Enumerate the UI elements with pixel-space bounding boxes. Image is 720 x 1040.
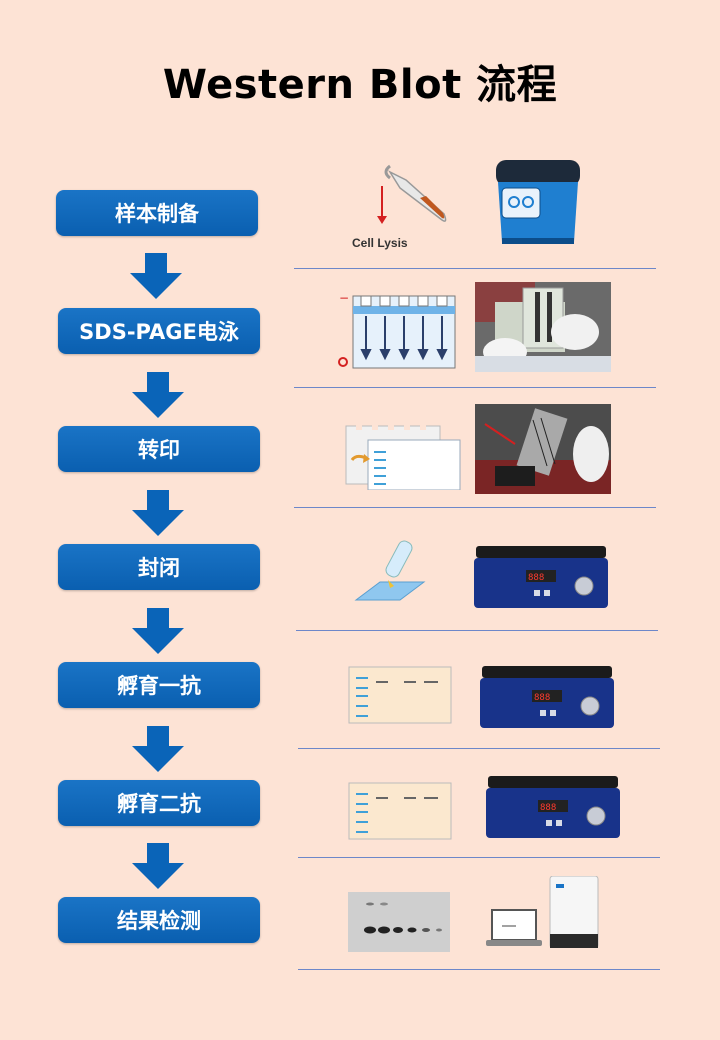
down-arrow-icon [130,253,182,299]
down-arrow-icon [132,843,184,889]
laptop-icon [486,909,542,946]
step-label: 封闭 [138,556,180,580]
down-arrow-icon [132,726,184,772]
electrophoresis-gel-diagram: − [338,291,456,369]
step-detection: 结果检测 [58,897,260,943]
divider [294,268,656,269]
page-title: Western Blot 流程 [162,62,558,108]
membrane-bands-icon [348,666,452,724]
western-blot-result-image [348,892,450,952]
shaker-device-icon: 888 [486,776,620,838]
shaker-device-icon: 888 [474,546,608,608]
divider [294,507,656,508]
centrifuge-icon [496,160,580,244]
divider [298,969,660,970]
divider [294,387,656,388]
svg-text:−: − [339,291,349,305]
step-blocking: 封闭 [58,544,260,590]
electrophoresis-photo [475,282,611,372]
transfer-membrane-diagram [345,424,461,490]
blocking-pipette-icon [354,540,426,601]
imaging-system-icon [549,876,599,948]
step-label: 孵育一抗 [117,674,201,698]
down-arrow-icon [132,608,184,654]
divider [296,630,658,631]
step-sds-page: SDS-PAGE电泳 [58,308,260,354]
step-label: SDS-PAGE电泳 [79,320,239,344]
cell-lysis-tube-icon [377,164,447,224]
cell-lysis-label: Cell Lysis [352,236,408,250]
step-label: 转印 [138,438,180,462]
svg-text:888: 888 [534,693,550,703]
step-label: 孵育二抗 [117,792,201,816]
svg-text:888: 888 [528,573,544,583]
svg-text:888: 888 [540,803,556,813]
step-label: 结果检测 [117,909,201,933]
membrane-bands-icon [348,782,452,840]
shaker-device-icon: 888 [480,666,614,728]
transfer-photo [475,404,611,494]
step-label: 样本制备 [115,202,199,226]
step-transfer: 转印 [58,426,260,472]
step-sample-prep: 样本制备 [56,190,258,236]
step-secondary-antibody: 孵育二抗 [58,780,260,826]
down-arrow-icon [132,490,184,536]
divider [298,748,660,749]
down-arrow-icon [132,372,184,418]
step-primary-antibody: 孵育一抗 [58,662,260,708]
divider [298,857,660,858]
